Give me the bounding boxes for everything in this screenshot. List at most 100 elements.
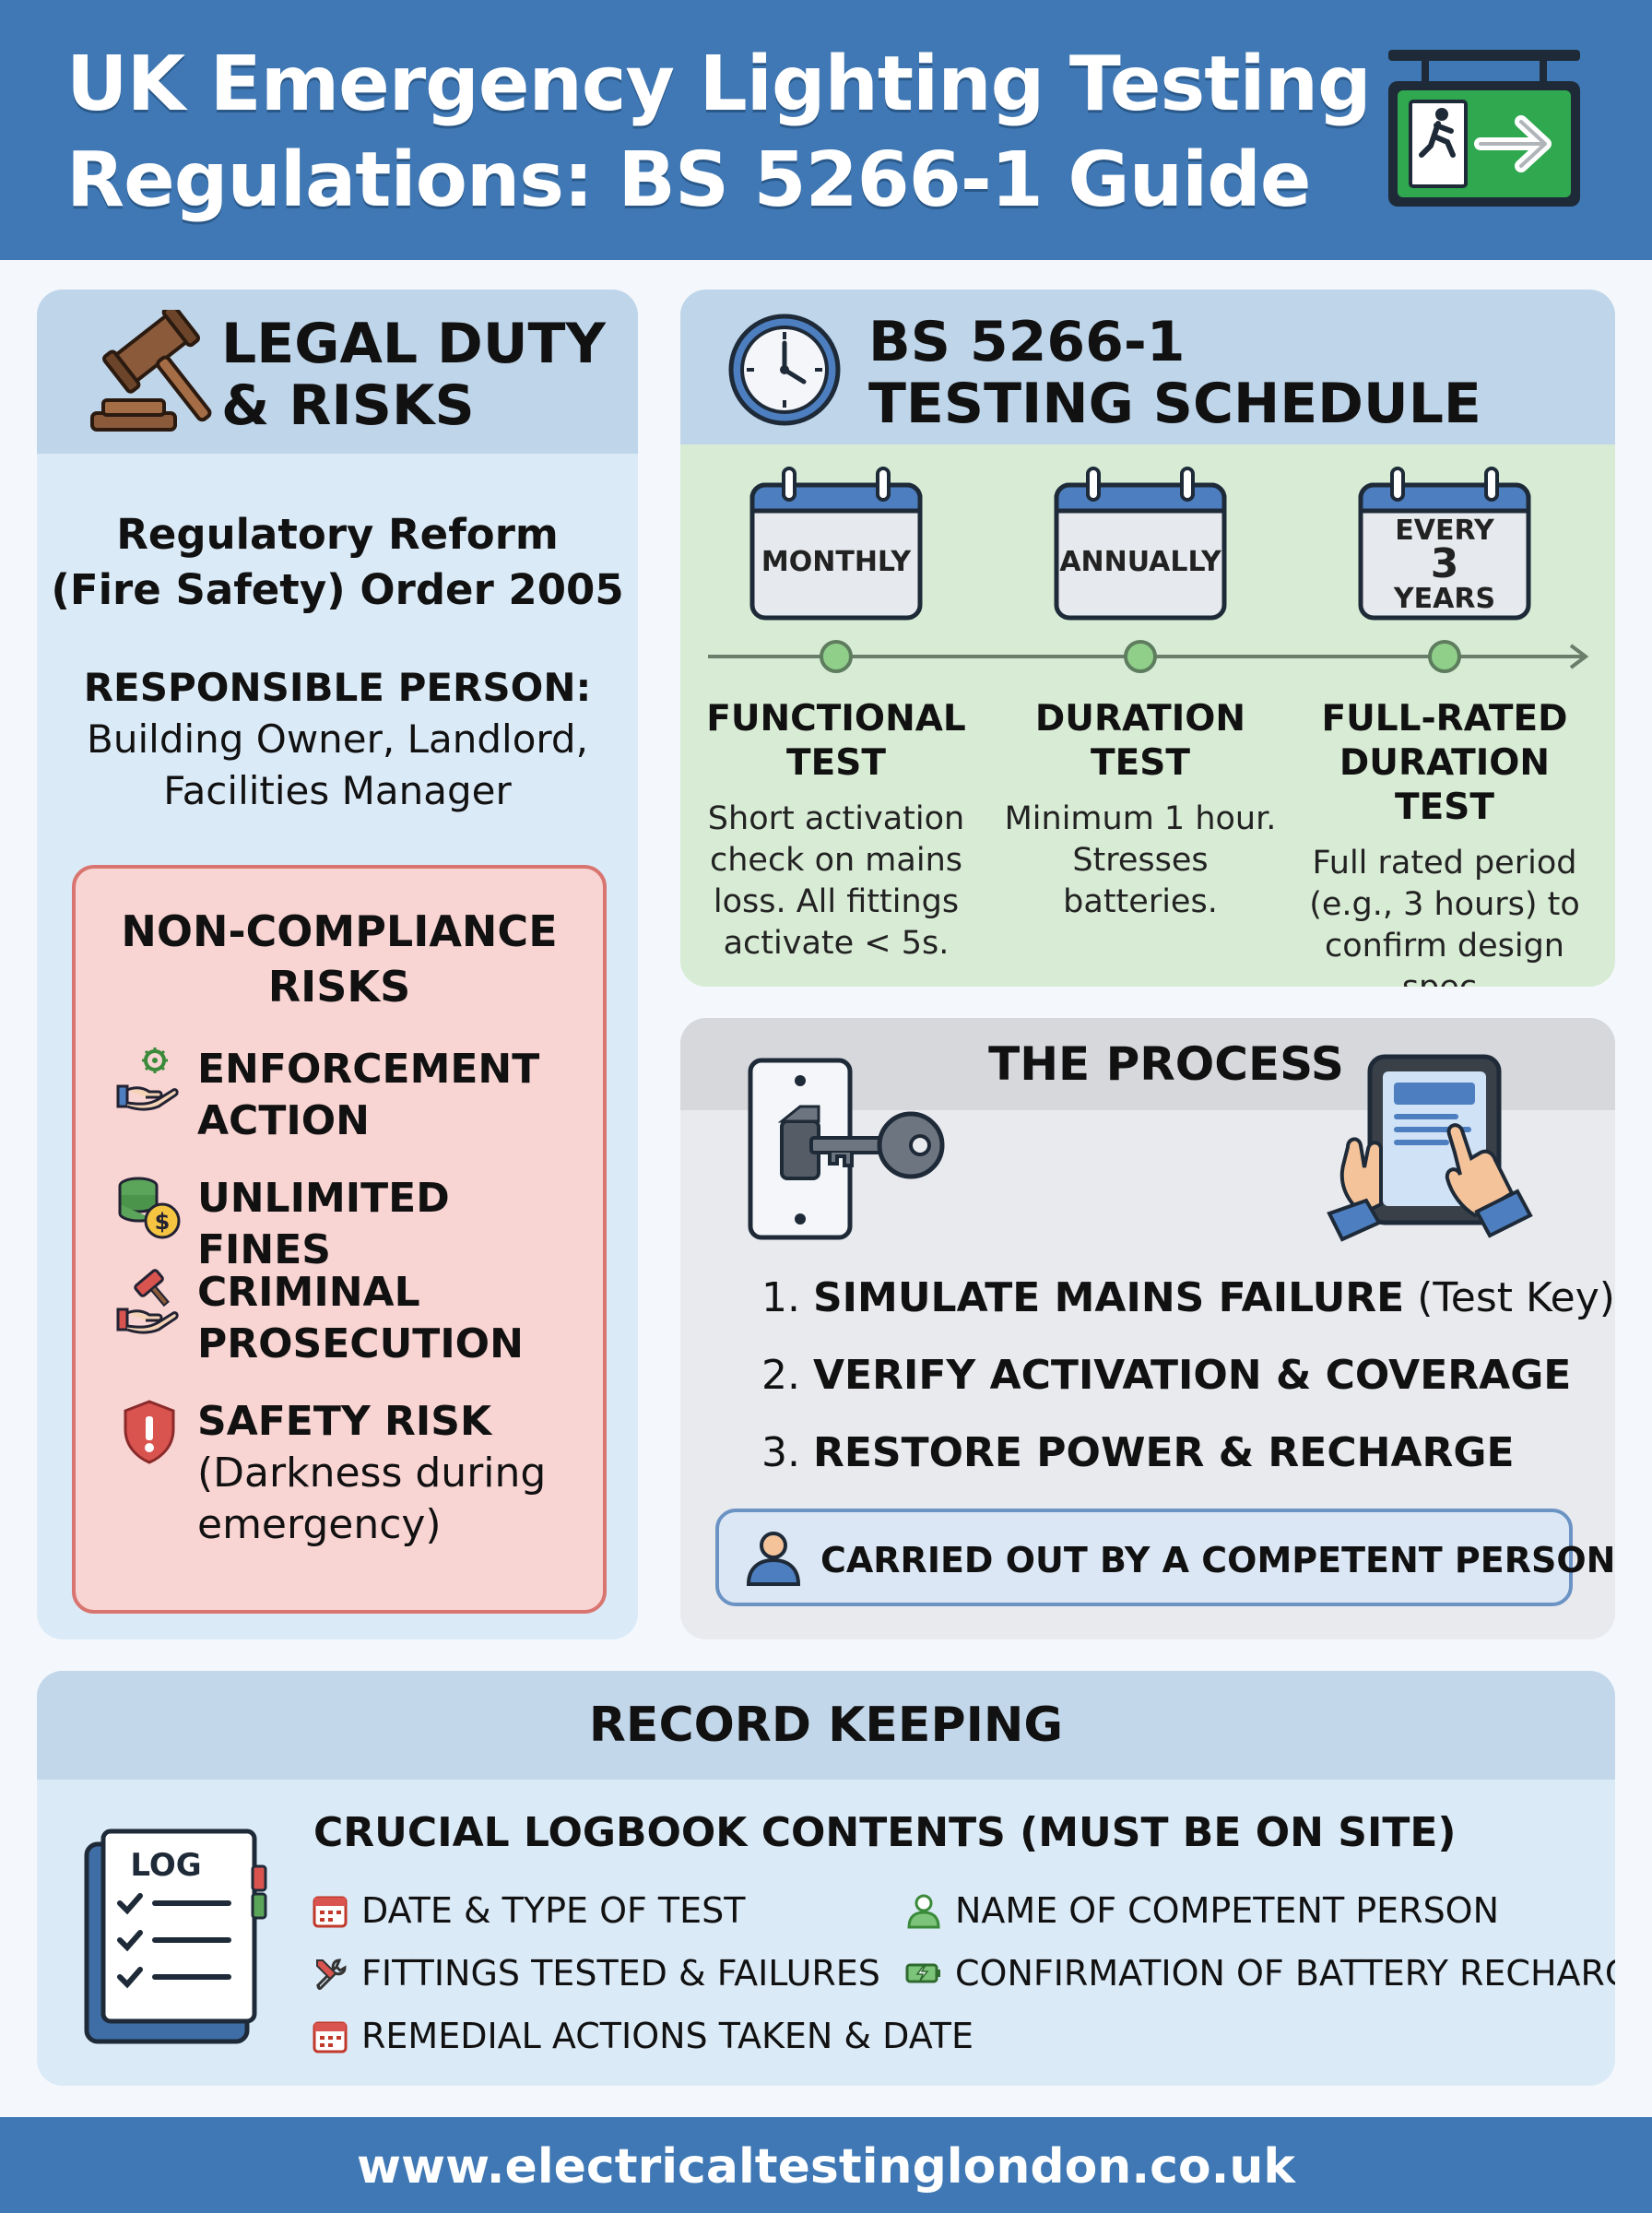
test-full-rated-desc-4: spec.	[1297, 967, 1592, 987]
risk-enforcement-line-1: ENFORCEMENT	[197, 1046, 540, 1093]
legal-duty-card: LEGAL DUTY & RISKS Regulatory Reform (Fi…	[37, 290, 638, 1639]
responsible-line-2: Facilities Manager	[163, 768, 512, 813]
test-functional-name-2: TEST	[786, 742, 886, 784]
test-duration: DURATION TEST Minimum 1 hour. Stresses b…	[993, 697, 1288, 923]
test-functional-desc-2: check on mains	[709, 842, 962, 879]
test-duration-desc-1: Minimum 1 hour.	[1004, 800, 1277, 837]
enforcement-hand-gear-icon	[116, 1047, 179, 1111]
coins-icon: $	[118, 1177, 181, 1239]
test-duration-desc-2: Stresses	[1072, 842, 1209, 879]
order-line-1: Regulatory Reform	[116, 510, 559, 559]
calendar-icon	[313, 2021, 348, 2053]
risk-prosecution-line-1: CRIMINAL	[197, 1269, 420, 1316]
step-1-note: (Test Key)	[1404, 1274, 1615, 1321]
calendar-3-label: 3	[1430, 540, 1459, 587]
test-duration-desc-3: batteries.	[1063, 883, 1218, 920]
test-functional: FUNCTIONAL TEST Short activation check o…	[689, 697, 984, 964]
legal-title-line-2: & RISKS	[221, 373, 475, 439]
timeline-dot-3-years	[1428, 640, 1461, 673]
footer-banner: www.electricaltestinglondon.co.uk	[0, 2117, 1652, 2213]
test-full-rated-desc-3: confirm design	[1325, 928, 1564, 964]
process-card: THE PROCESS 1. SIMULATE MAINS FAILURE (T…	[680, 1018, 1615, 1639]
title-line-1: UK Emergency Lighting Testing	[66, 41, 1372, 128]
person-icon	[907, 1894, 940, 1929]
risk-prosecution-line-2: PROSECUTION	[197, 1320, 524, 1367]
calendar-icon	[1054, 467, 1227, 621]
risk-safety-line-1: SAFETY RISK	[197, 1398, 492, 1445]
record-keeping-title: RECORD KEEPING	[588, 1698, 1064, 1753]
timeline-dot-annually	[1124, 640, 1157, 673]
record-keeping-card: RECORD KEEPING LOG CRUCIAL LOGBOOK CONTE…	[37, 1671, 1615, 2086]
log-item-battery-text: CONFIRMATION OF BATTERY RECHARGE	[955, 1953, 1615, 1994]
risks-title-line-2: RISKS	[267, 962, 411, 1012]
calendar-icon	[313, 1896, 348, 1928]
calendar-icon	[1358, 467, 1531, 621]
log-item-date-type-text: DATE & TYPE OF TEST	[361, 1890, 746, 1931]
test-functional-name-1: FUNCTIONAL	[706, 698, 966, 740]
legal-duty-title: LEGAL DUTY & RISKS	[221, 312, 606, 439]
competent-person-banner: CARRIED OUT BY A COMPETENT PERSON	[715, 1509, 1615, 1606]
risks-title: NON-COMPLIANCE RISKS	[76, 904, 603, 1014]
log-item-competent-name-text: NAME OF COMPETENT PERSON	[955, 1890, 1500, 1931]
step-2-number: 2.	[761, 1352, 800, 1399]
battery-icon	[905, 1963, 940, 1983]
responsible-person-value: Building Owner, Landlord, Facilities Man…	[37, 714, 638, 817]
website-link[interactable]: www.electricaltestinglondon.co.uk	[357, 2139, 1295, 2195]
schedule-title-line-1: BS 5266-1	[868, 310, 1186, 374]
competent-person-text: CARRIED OUT BY A COMPETENT PERSON	[820, 1540, 1615, 1580]
test-full-rated-desc-2: (e.g., 3 hours) to	[1309, 886, 1580, 923]
risk-fines-line-1: UNLIMITED FINES	[197, 1175, 450, 1273]
calendar-every-3-years: EVERY 3 YEARS	[1357, 465, 1532, 621]
warning-shield-icon	[124, 1400, 175, 1464]
tools-icon	[315, 1959, 347, 1990]
test-functional-desc-4: activate < 5s.	[723, 925, 950, 962]
testing-schedule-title: BS 5266-1 TESTING SCHEDULE	[868, 310, 1481, 437]
title-line-2: Regulations: BS 5266-1 Guide	[66, 136, 1312, 224]
order-line-2: (Fire Safety) Order 2005	[51, 565, 624, 614]
tablet-hands-icon	[1327, 1054, 1533, 1242]
calendar-icon	[749, 467, 923, 621]
clock-icon	[728, 314, 841, 426]
calendar-monthly: MONTHLY	[749, 465, 924, 621]
risk-safety-line-3: emergency)	[197, 1501, 442, 1548]
test-functional-desc-3: loss. All fittings	[713, 883, 960, 920]
legal-title-line-1: LEGAL DUTY	[221, 312, 606, 376]
timeline-dot-monthly	[820, 640, 853, 673]
record-keeping-header	[37, 1671, 1615, 1780]
person-icon	[746, 1532, 801, 1586]
calendar-every-label: EVERY	[1395, 515, 1494, 547]
process-step-2: 2. VERIFY ACTIVATION & COVERAGE	[761, 1337, 1591, 1414]
logbook-icon: LOG	[81, 1826, 284, 2047]
risks-title-line-1: NON-COMPLIANCE	[121, 906, 558, 956]
schedule-title-line-2: TESTING SCHEDULE	[868, 372, 1481, 437]
calendar-annually: ANNUALLY	[1053, 465, 1228, 621]
calendar-years-label: YEARS	[1393, 583, 1496, 615]
test-duration-name-1: DURATION	[1034, 698, 1246, 740]
non-compliance-risks-box: NON-COMPLIANCE RISKS ENFORCEMENT ACTION	[72, 865, 607, 1614]
exit-sign-icon	[1388, 50, 1580, 207]
test-full-rated-name-1: FULL-RATED	[1321, 698, 1568, 740]
gavel-icon	[90, 310, 212, 432]
gavel-hand-icon	[116, 1269, 179, 1334]
svg-text:$: $	[155, 1209, 171, 1235]
responsible-person-label: RESPONSIBLE PERSON:	[83, 665, 592, 710]
page-title: UK Emergency Lighting Testing Regulation…	[66, 37, 1372, 229]
process-title: THE PROCESS	[988, 1037, 1344, 1091]
test-key-switch-icon	[748, 1058, 945, 1240]
step-1-title: SIMULATE MAINS FAILURE	[812, 1274, 1405, 1321]
log-item-fittings-text: FITTINGS TESTED & FAILURES	[361, 1953, 880, 1994]
test-duration-name-2: TEST	[1091, 742, 1190, 784]
logbook-heading: CRUCIAL LOGBOOK CONTENTS (MUST BE ON SIT…	[313, 1809, 1457, 1856]
process-steps: 1. SIMULATE MAINS FAILURE (Test Key) 2. …	[761, 1260, 1615, 1492]
calendar-monthly-label: MONTHLY	[761, 546, 912, 578]
risk-enforcement-line-2: ACTION	[197, 1097, 370, 1144]
step-2-title: VERIFY ACTIVATION & COVERAGE	[812, 1352, 1572, 1399]
test-full-rated-desc-1: Full rated period	[1312, 845, 1577, 882]
testing-schedule-card: BS 5266-1 TESTING SCHEDULE MONTHLY ANNUA…	[680, 290, 1615, 987]
process-step-1: 1. SIMULATE MAINS FAILURE (Test Key)	[761, 1260, 1615, 1337]
test-functional-desc-1: Short activation	[707, 800, 965, 837]
test-full-rated-name-2: DURATION TEST	[1339, 742, 1551, 828]
calendar-annually-label: ANNUALLY	[1059, 546, 1221, 578]
step-3-number: 3.	[761, 1429, 800, 1476]
fire-safety-order: Regulatory Reform (Fire Safety) Order 20…	[37, 507, 638, 618]
